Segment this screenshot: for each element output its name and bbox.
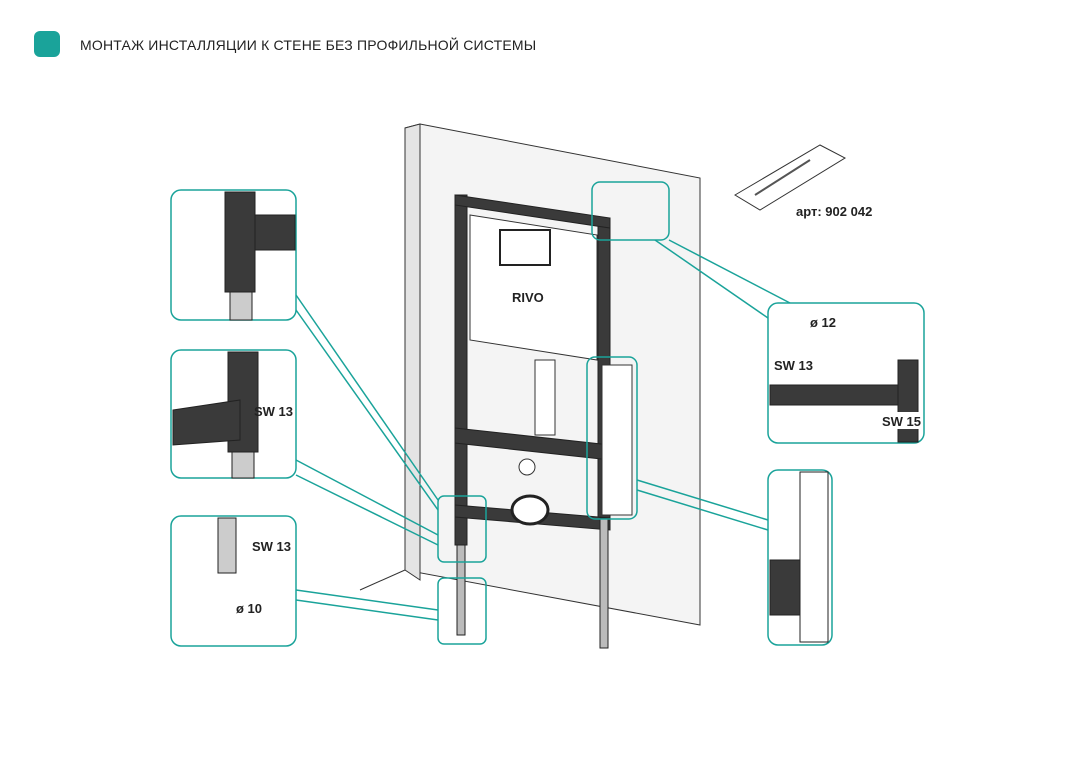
brand-label: RIVO [512, 290, 544, 305]
top-right-dowel-label: ø 12 [810, 315, 836, 330]
fixing-kit [734, 144, 847, 211]
frame-post-detail [224, 191, 256, 293]
connector-lines [295, 239, 791, 621]
page-title: МОНТАЖ ИНСТАЛЛЯЦИИ К СТЕНЕ БЕЗ ПРОФИЛЬНО… [80, 37, 537, 53]
highlight-mid [437, 495, 487, 563]
bottom-left-wrench-label: SW 13 [252, 539, 291, 554]
callout-right [767, 469, 833, 646]
callout-bottom-left [170, 515, 297, 647]
highlight-foot [437, 577, 487, 645]
highlight-top [591, 181, 670, 241]
bottom-left-dowel-label: ø 10 [236, 601, 262, 616]
top-right-wrench-b-label: SW 15 [882, 414, 921, 429]
kit-article: арт: 902 042 [796, 204, 872, 219]
section-badge [34, 31, 60, 57]
cistern: RIVO [469, 214, 598, 526]
top-right-wrench-a-label: SW 13 [774, 358, 813, 373]
wall [359, 123, 701, 626]
mid-left-wrench-label: SW 13 [254, 404, 293, 419]
wall-bracket [601, 364, 633, 516]
highlight-bracket [586, 356, 638, 520]
wrench-b-label-bg [880, 412, 922, 429]
callout-top-right [767, 302, 925, 444]
